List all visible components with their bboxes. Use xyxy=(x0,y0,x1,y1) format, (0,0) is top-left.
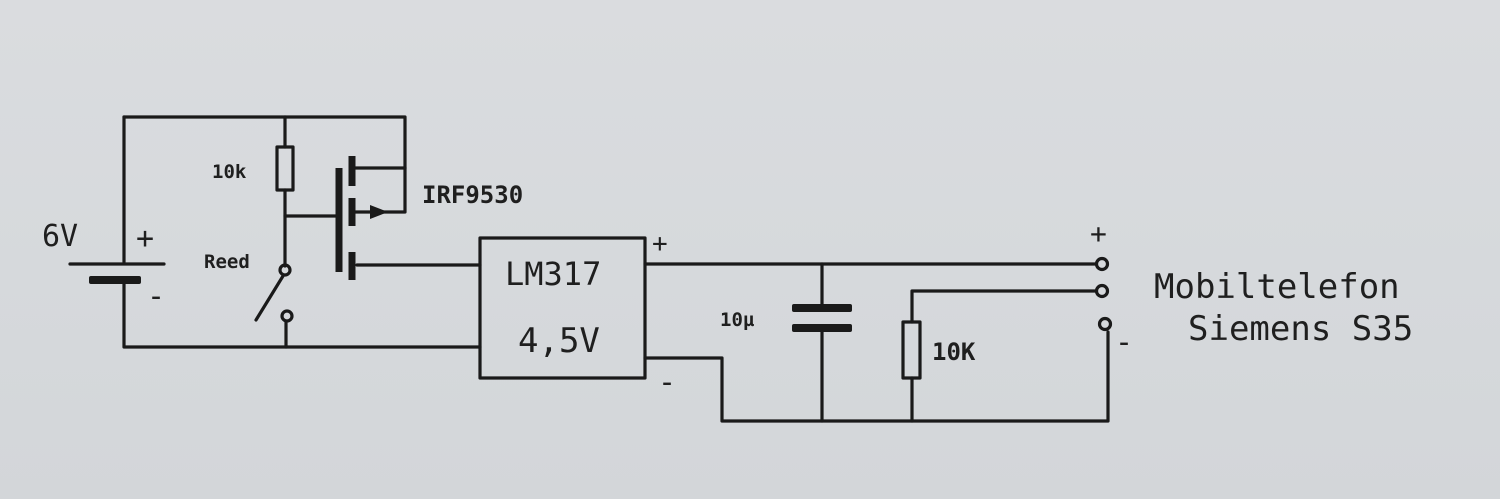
top-rail-wire xyxy=(122,115,407,170)
output-terminals xyxy=(1094,256,1113,332)
regulator-minus-label: - xyxy=(658,365,676,400)
reed-switch-symbol xyxy=(254,263,294,323)
battery-voltage-label: 6V xyxy=(42,219,78,254)
output-minus-rail xyxy=(643,330,1110,423)
terminal-minus xyxy=(1097,316,1113,332)
terminal-sense xyxy=(1094,283,1110,299)
resistor-1-symbol xyxy=(275,145,295,192)
resistor-2-symbol xyxy=(901,320,922,380)
output-plus-label: + xyxy=(1090,217,1107,250)
device-name-line2: Siemens S35 xyxy=(1188,309,1413,349)
terminal-plus xyxy=(1094,256,1110,272)
output-minus-label: - xyxy=(1115,325,1133,360)
mosfet-label: IRF9530 xyxy=(422,181,523,209)
regulator-plus-label: + xyxy=(652,229,668,259)
mosfet-symbol xyxy=(335,156,407,280)
resistor-1-label: 10k xyxy=(212,161,247,183)
wires xyxy=(122,115,1110,423)
battery-symbol xyxy=(68,262,166,284)
capacitor-label: 10µ xyxy=(720,309,755,331)
battery-plus-label: + xyxy=(136,221,154,256)
battery-minus-label: - xyxy=(147,279,165,314)
capacitor-symbol xyxy=(792,304,852,332)
regulator-voltage: 4,5V xyxy=(518,321,600,361)
resistor-2-label: 10K xyxy=(932,338,976,366)
reed-switch-label: Reed xyxy=(204,251,250,273)
device-name-line1: Mobiltelefon xyxy=(1154,267,1400,307)
sense-wire xyxy=(910,289,1098,324)
ground-rail-left xyxy=(122,281,482,349)
regulator-name: LM317 xyxy=(505,255,601,293)
regulator-box xyxy=(478,236,647,380)
